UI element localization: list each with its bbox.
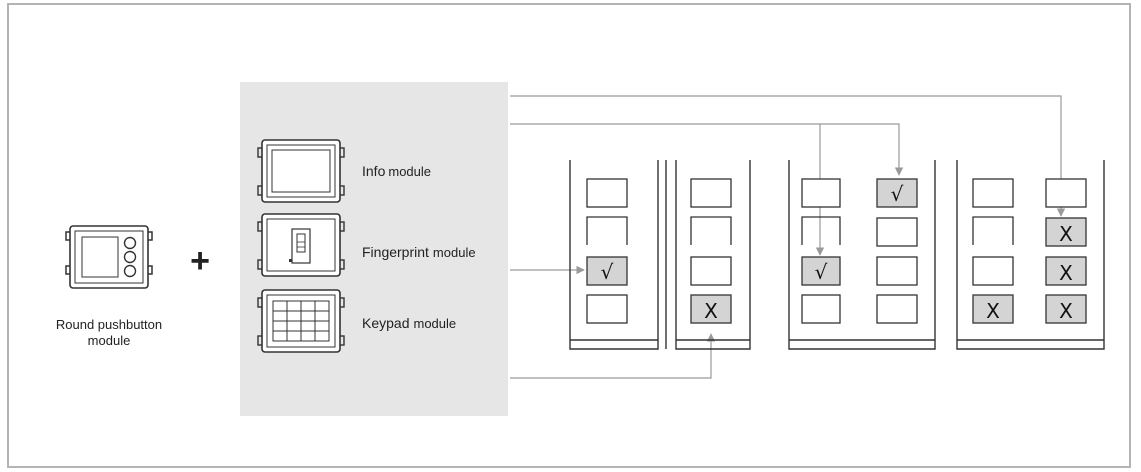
fingerprint-module-icon — [257, 213, 345, 277]
config-1-slot — [690, 178, 732, 208]
cross-mark: X — [1059, 261, 1073, 285]
config-2-slot — [876, 178, 918, 208]
figure-frame — [7, 3, 1131, 468]
config-1-slot-open — [690, 216, 732, 245]
config-1-slot-open — [586, 216, 628, 245]
fingerprint-module-name: Fingerprint — [362, 244, 429, 260]
config-1-slot — [690, 294, 732, 324]
keypad-module-icon — [257, 289, 345, 353]
config-2-slot — [876, 256, 918, 286]
info-module-icon — [257, 139, 345, 203]
config-2-slot-open — [801, 216, 841, 245]
check-mark: √ — [891, 182, 904, 206]
config-3-slot — [1045, 178, 1087, 208]
check-mark: √ — [815, 260, 828, 284]
config-3-slot-open — [972, 216, 1014, 245]
fingerprint-module-suffix: module — [433, 245, 476, 260]
pushbutton-label-line2: module — [88, 333, 131, 348]
config-2-slots — [801, 178, 918, 324]
config-3-slot — [1045, 256, 1087, 286]
connector-lines — [510, 95, 1066, 379]
round-pushbutton-module-icon — [65, 225, 153, 289]
cross-mark: X — [1059, 222, 1073, 246]
keypad-module-name: Keypad — [362, 315, 409, 331]
config-3-slots — [972, 178, 1087, 324]
info-module-name: Info — [362, 163, 386, 179]
keypad-module-label: Keypad module — [362, 315, 456, 331]
config-2-slot — [876, 294, 918, 324]
config-3-slot — [1045, 294, 1087, 324]
keypad-module-suffix: module — [413, 316, 456, 331]
config-diagram-2 — [788, 160, 936, 350]
config-2-slot — [801, 256, 841, 286]
config-2-slot — [876, 217, 918, 247]
config-1-slot — [586, 256, 628, 286]
config-2-slot — [801, 294, 841, 324]
check-mark: √ — [601, 260, 614, 284]
config-2-slot — [801, 178, 841, 208]
config-diagram-1 — [569, 160, 751, 350]
fingerprint-module-label: Fingerprint module — [362, 244, 476, 260]
pushbutton-label-line1: Round pushbutton — [56, 317, 162, 332]
cross-mark: X — [986, 299, 1000, 323]
info-module-suffix: module — [388, 164, 431, 179]
config-1-slot — [586, 178, 628, 208]
plus-sign: + — [190, 242, 210, 280]
connector-top-to-right-column — [510, 95, 1066, 217]
config-1-slot — [690, 256, 732, 286]
cross-mark: X — [1059, 299, 1073, 323]
cross-mark: X — [704, 299, 718, 323]
config-1-slot — [586, 294, 628, 324]
config-diagram-3 — [956, 160, 1105, 350]
config-3-slot — [972, 178, 1014, 208]
config-1-slots — [586, 178, 732, 324]
config-3-slot — [1045, 217, 1087, 247]
config-3-slot — [972, 256, 1014, 286]
connector-info-to-col3-top — [510, 123, 904, 176]
config-3-slot — [972, 294, 1014, 324]
